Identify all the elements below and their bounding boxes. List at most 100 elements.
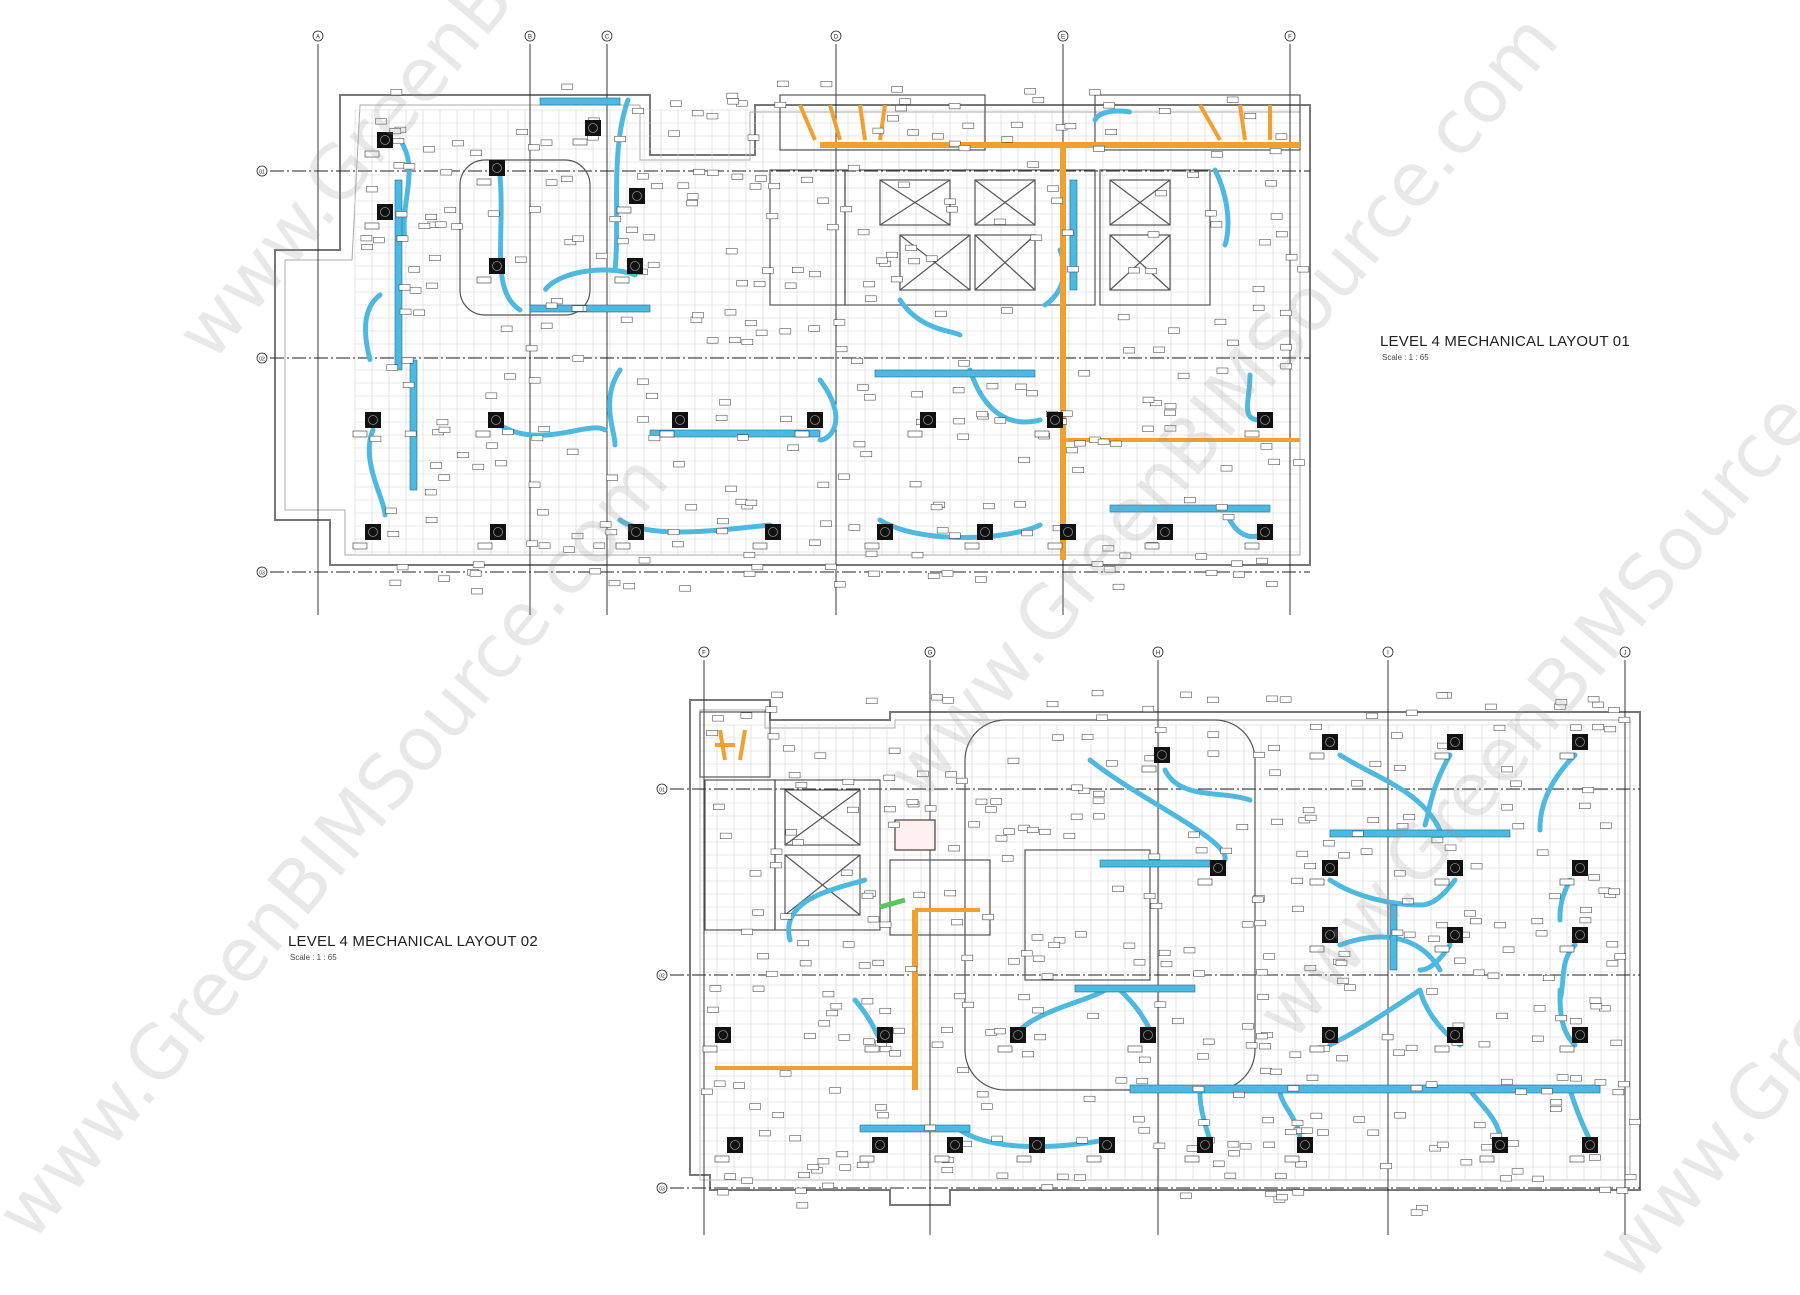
equipment-tag: [888, 747, 901, 754]
equipment-tag: [1304, 863, 1316, 870]
diffuser-icon: [1029, 1137, 1045, 1153]
equipment-tag: [1589, 997, 1602, 1004]
equipment-tag: [1164, 425, 1177, 432]
diffuser-fan-icon: [1325, 863, 1335, 873]
equipment-tag: [1252, 286, 1265, 293]
diffuser-fan-icon: [923, 415, 933, 425]
equipment-tag: [685, 504, 698, 511]
equipment-tag: [741, 928, 753, 935]
diffuser-tag: [1309, 945, 1325, 953]
equipment-tag: [385, 507, 397, 514]
supply-trunk: [394, 179, 403, 371]
diffuser-fan-icon: [675, 415, 685, 425]
equipment-tag: [917, 770, 929, 777]
equipment-tag: [599, 521, 612, 528]
equipment-tag: [540, 139, 553, 146]
grid-bubble: [830, 30, 842, 42]
equipment-tag: [1291, 1119, 1304, 1126]
equipment-tag: [1226, 96, 1239, 103]
equipment-tag: [1425, 1081, 1438, 1088]
equipment-tag: [1501, 766, 1513, 773]
equipment-tag: [864, 295, 877, 302]
diffuser-fan-icon: [1157, 750, 1167, 760]
equipment-tag: [389, 579, 402, 586]
diffuser-icon: [1197, 1137, 1213, 1153]
diffuser-icon: [1099, 1137, 1115, 1153]
equipment-tag: [605, 529, 618, 536]
equipment-tag: [1254, 920, 1266, 927]
equipment-tag: [398, 284, 411, 291]
equipment-tag: [1089, 89, 1101, 96]
equipment-tag: [825, 563, 837, 570]
equipment-tag: [1531, 918, 1544, 925]
diffuser-tag: [1434, 1045, 1450, 1053]
diffuser-icon: [377, 132, 393, 148]
equipment-tag: [948, 103, 961, 110]
grid-label: 03: [659, 1187, 665, 1193]
diffuser-fan-icon: [492, 261, 502, 271]
equipment-tag: [1233, 571, 1245, 578]
supply-trunk: [859, 1124, 971, 1133]
equipment-tag: [765, 706, 778, 713]
equipment-tag: [1437, 1141, 1449, 1148]
diffuser-tag: [1559, 945, 1575, 953]
equipment-tag: [472, 561, 485, 568]
equipment-tag: [1381, 1034, 1394, 1041]
equipment-tag: [1269, 769, 1281, 776]
equipment-tag: [1041, 973, 1054, 980]
equipment-tag: [1030, 234, 1043, 241]
equipment-tag: [1110, 440, 1122, 447]
equipment-tag: [1396, 823, 1409, 830]
diffuser-icon: [1582, 1137, 1598, 1153]
equipment-tag: [735, 498, 748, 505]
flex-duct: [786, 877, 868, 943]
equipment-tag: [740, 712, 753, 719]
plan-02-tags: [701, 690, 1641, 1216]
diffuser-icon: [872, 1137, 888, 1153]
diffuser-icon: [1447, 734, 1463, 750]
equipment-tag: [861, 892, 874, 899]
equipment-tag: [614, 136, 626, 143]
diffuser-fan-icon: [718, 1030, 728, 1040]
equipment-tag: [707, 169, 719, 176]
diffuser-fan-icon: [1200, 1140, 1210, 1150]
equipment-tag: [572, 235, 584, 242]
equipment-tag: [795, 1187, 807, 1194]
equipment-tag: [1592, 724, 1604, 731]
flex-duct: [607, 367, 623, 448]
equipment-tag: [693, 168, 705, 175]
equipment-tag: [1380, 1163, 1392, 1170]
equipment-tag: [1153, 346, 1165, 353]
diffuser-fan-icon: [631, 527, 641, 537]
flex-duct: [1092, 108, 1133, 123]
equipment-tag: [1618, 716, 1631, 723]
equipment-tag: [1493, 724, 1506, 731]
equipment-tag: [853, 441, 866, 448]
equipment-tag: [757, 953, 769, 960]
equipment-tag: [1007, 757, 1020, 764]
equipment-tag: [808, 325, 820, 332]
equipment-tag: [1589, 1154, 1601, 1161]
equipment-tag: [1066, 447, 1078, 454]
equipment-tag: [1473, 1122, 1486, 1129]
equipment-tag: [1142, 425, 1154, 432]
equipment-tag: [945, 771, 957, 778]
equipment-tag: [1228, 1150, 1240, 1157]
equipment-tag: [1215, 504, 1228, 511]
equipment-tag: [1502, 946, 1515, 953]
equipment-tag: [1096, 714, 1108, 721]
equipment-tag: [1180, 1192, 1192, 1199]
equipment-tag: [1590, 1003, 1603, 1010]
diffuser-tag: [615, 542, 631, 550]
equipment-tag: [1001, 136, 1014, 143]
equipment-tag: [516, 129, 528, 136]
equipment-tag: [404, 430, 417, 437]
equipment-tag: [911, 552, 924, 559]
equipment-tag: [402, 382, 415, 389]
equipment-tag: [985, 806, 997, 813]
equipment-tag: [879, 921, 892, 928]
equipment-tag: [1323, 840, 1335, 847]
equipment-tag: [872, 959, 885, 966]
equipment-tag: [905, 966, 917, 973]
equipment-tag: [1041, 1184, 1054, 1191]
